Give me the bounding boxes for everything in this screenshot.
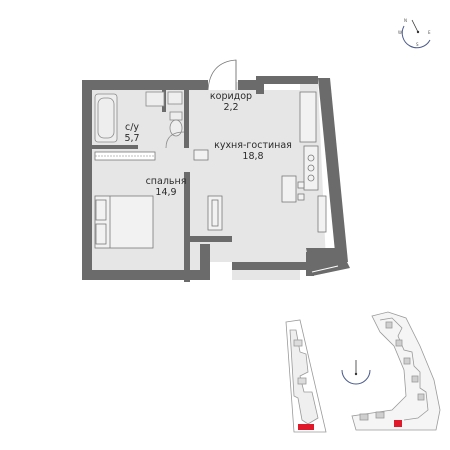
compass-west: W: [398, 30, 402, 35]
wardrobe: [94, 151, 156, 161]
apartment-location-markers: [298, 420, 402, 430]
apartment-marker-left: [298, 424, 314, 430]
bathroom-fixtures: [94, 91, 185, 149]
compass-east: E: [428, 30, 431, 35]
room-labels: коридор 2,2 с/у 5,7 кухня-гостиная 18,8 …: [124, 91, 291, 198]
apartment-marker-right: [394, 420, 402, 427]
kitchen-furniture: [193, 91, 327, 233]
toilet: [169, 119, 183, 137]
room-name-kitchen-living: кухня-гостиная: [214, 140, 292, 151]
compass-north: N: [404, 18, 407, 23]
room-area-kitchen-living: 18,8: [242, 151, 263, 162]
washing-machine: [145, 91, 165, 107]
room-name-bedroom: спальня: [146, 176, 187, 187]
room-area-corridor: 2,2: [223, 102, 238, 113]
entrance-door: [207, 59, 237, 91]
bed: [94, 195, 154, 249]
compass-south: S: [416, 42, 419, 47]
compass-icon: N E W S: [398, 18, 431, 49]
site-block-right: [351, 311, 441, 431]
room-name-bathroom: с/у: [125, 122, 139, 133]
site-compass-icon: [341, 360, 371, 385]
sink: [167, 91, 183, 105]
windows: [92, 265, 339, 283]
room-area-bedroom: 14,9: [155, 187, 176, 198]
bathtub: [94, 93, 118, 143]
site-plan: [285, 311, 441, 433]
room-area-bathroom: 5,7: [124, 133, 139, 144]
site-block-left: [285, 319, 327, 433]
room-name-corridor: коридор: [210, 91, 252, 102]
dining-table: [281, 175, 297, 203]
walls: [82, 76, 350, 282]
